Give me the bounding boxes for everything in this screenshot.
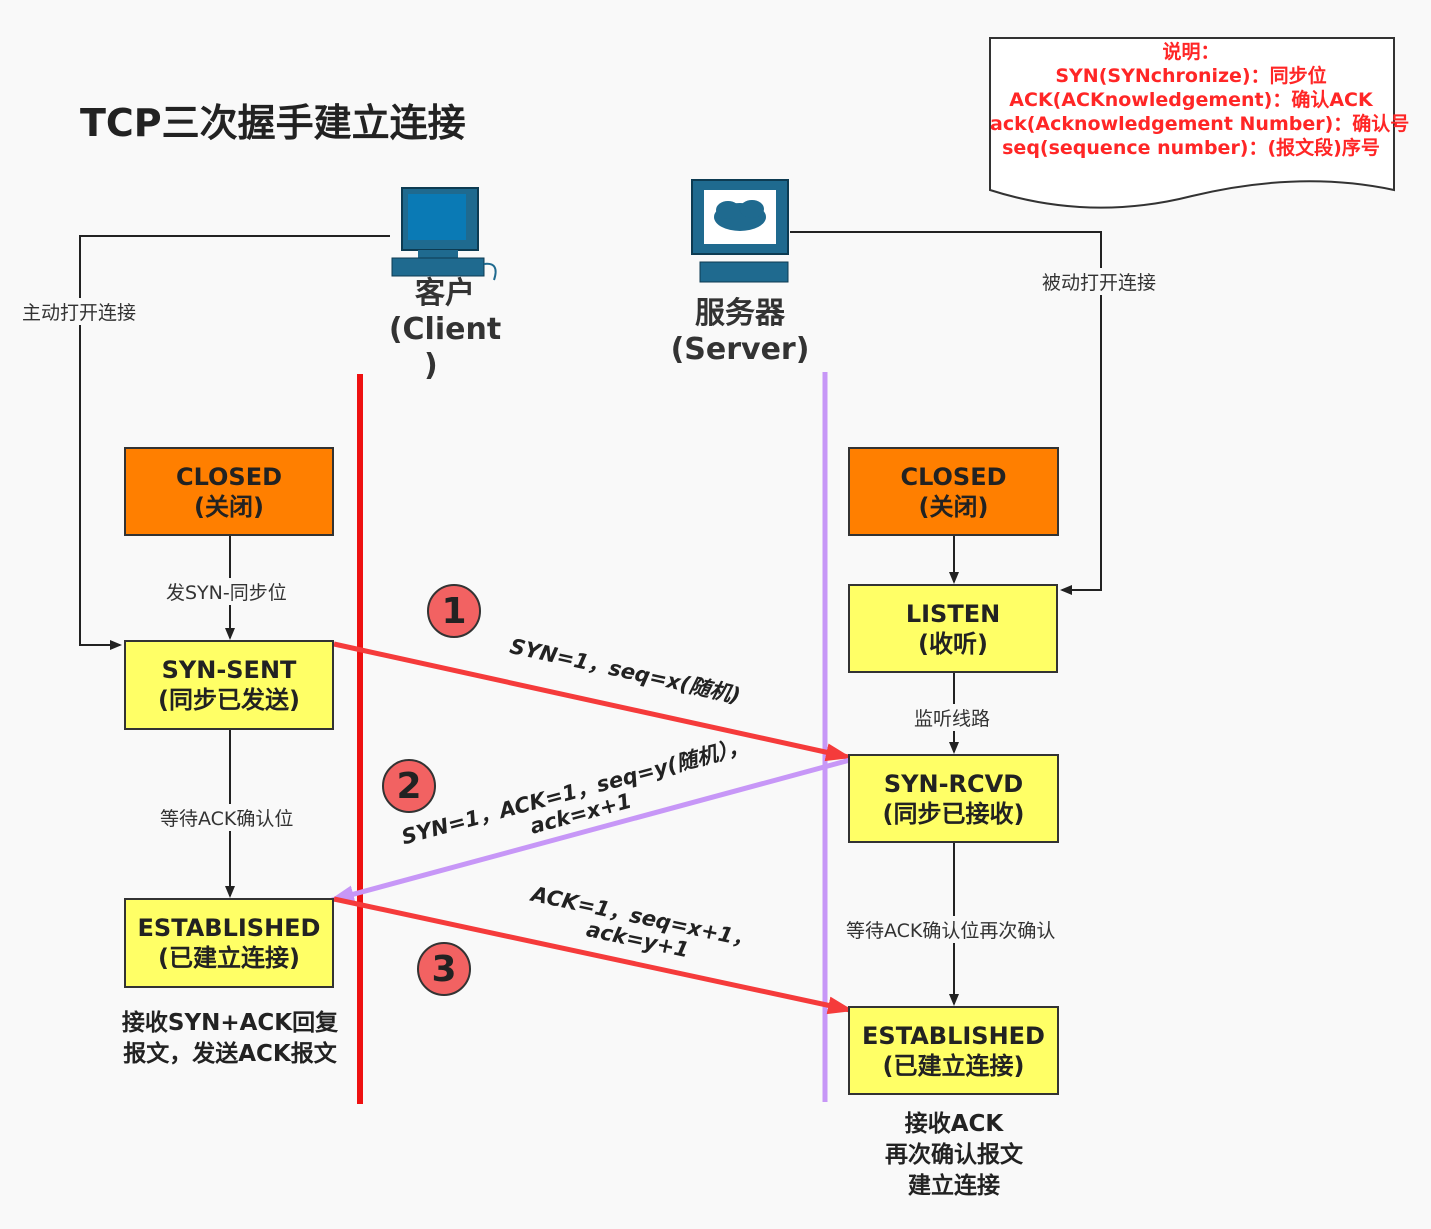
server-state-listen: LISTEN (收听)	[848, 584, 1058, 673]
server-transition-label: 监听线路	[914, 704, 991, 731]
message-1-arrow	[333, 641, 852, 762]
server-state-established: ESTABLISHED (已建立连接)	[848, 1006, 1059, 1095]
client-open-label: 主动打开连接	[22, 298, 137, 325]
client-open-connector	[79, 235, 390, 650]
step-marker-2: 2	[382, 759, 436, 813]
server-caption: 接收ACK 再次确认报文 建立连接	[885, 1111, 1023, 1200]
server-icon	[691, 179, 789, 283]
client-label: 客户 (Client )	[388, 276, 502, 383]
server-label: 服务器 (Server)	[670, 296, 810, 367]
legend-note: 说明： SYN(SYNchronize)：同步位 ACK(ACKnowledge…	[990, 40, 1410, 160]
note-line: ACK(ACKnowledgement)：确认ACK	[1009, 89, 1373, 111]
server-open-label: 被动打开连接	[1042, 268, 1157, 295]
page-title: TCP三次握手建立连接	[80, 101, 466, 145]
client-state-closed: CLOSED (关闭)	[124, 447, 334, 536]
server-open-connector	[790, 231, 1102, 595]
step-marker-3: 3	[417, 942, 471, 996]
message-2-arrow	[328, 757, 851, 903]
server-state-closed: CLOSED (关闭)	[848, 447, 1059, 536]
server-transition-label: 等待ACK确认位再次确认	[846, 916, 1056, 943]
note-line: SYN(SYNchronize)：同步位	[1055, 65, 1327, 87]
client-transition-label: 发SYN-同步位	[166, 578, 287, 605]
note-heading: 说明：	[1162, 41, 1220, 63]
message-3-arrow	[333, 896, 854, 1015]
client-state-established: ESTABLISHED (已建立连接)	[124, 898, 334, 988]
note-line: seq(sequence number)：(报文段)序号	[1002, 137, 1380, 159]
note-box	[989, 37, 1395, 209]
note-line: ack(Acknowledgement Number)：确认号	[990, 113, 1410, 135]
server-state-syn-rcvd: SYN-RCVD (同步已接收)	[848, 754, 1059, 843]
client-caption: 接收SYN+ACK回复 报文，发送ACK报文	[121, 1010, 339, 1068]
client-state-syn-sent: SYN-SENT (同步已发送)	[124, 640, 334, 730]
step-marker-1: 1	[427, 584, 481, 638]
computer-icon	[391, 187, 497, 281]
client-transition-label: 等待ACK确认位	[160, 804, 294, 831]
